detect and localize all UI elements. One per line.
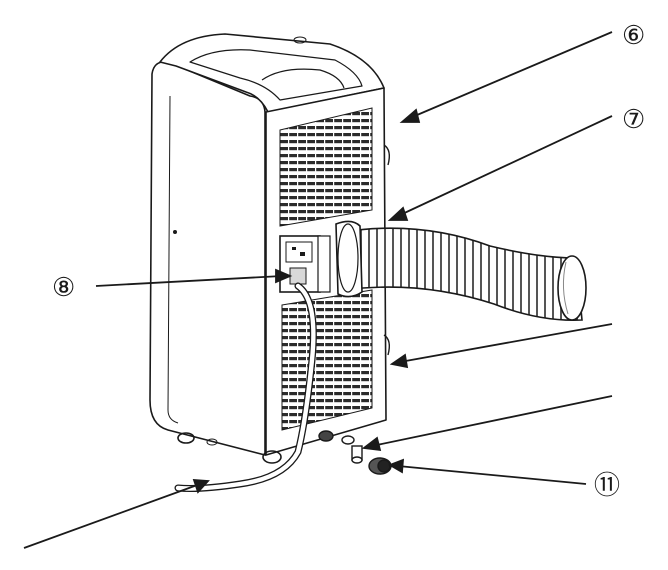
unit-side-panel [149,60,266,456]
power-cord [174,282,317,492]
upper-grille [279,107,373,227]
callout-8: ⑧ [52,273,75,303]
callout-labels: ⑥ ⑦ ⑧ ⑪ [52,21,645,501]
callout-6: ⑥ [622,21,645,51]
callout-7: ⑦ [622,105,645,135]
exhaust-hose [335,220,587,321]
leader-lines [23,31,613,549]
callout-11: ⑪ [594,471,620,501]
power-cord-socket [279,235,331,293]
unit-top [159,33,385,113]
hose-opening [557,255,587,321]
hose-connector [335,220,363,298]
lower-grille [281,289,373,431]
drain-fittings [318,430,392,475]
